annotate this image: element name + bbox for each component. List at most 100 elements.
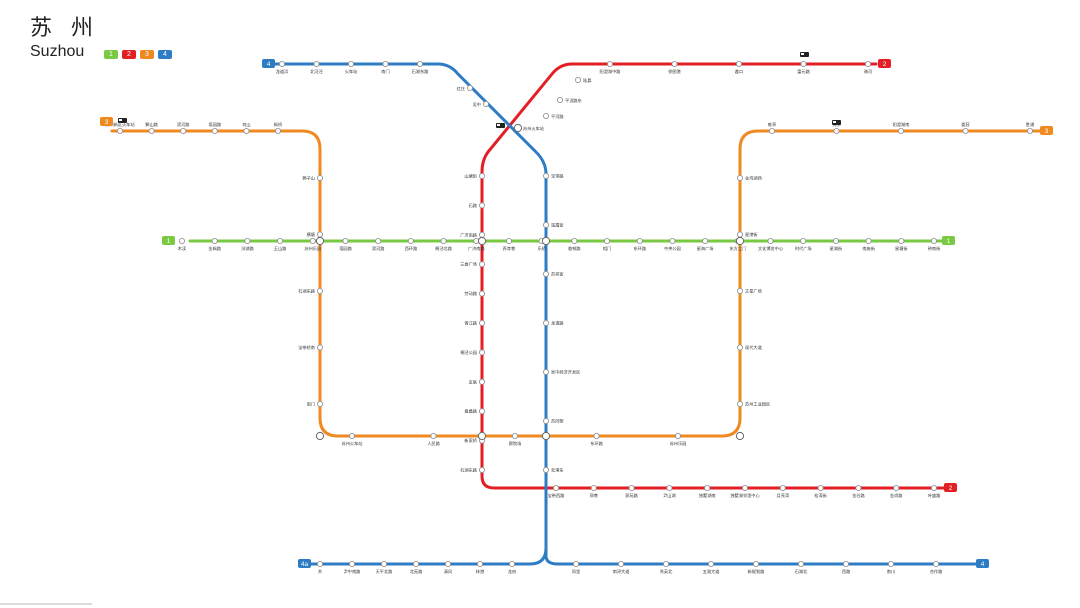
train-icon-1	[800, 52, 809, 57]
scroll-indicator	[0, 603, 92, 605]
station-dot	[557, 97, 564, 104]
station-dot	[444, 561, 451, 568]
line-4-north-station-label-0: 龙道浜	[276, 68, 289, 75]
station-dot	[800, 61, 807, 68]
station: 天平北路	[376, 561, 393, 575]
line-3-east-station-label-3: 娄葑	[961, 121, 969, 127]
station-dot	[865, 61, 872, 68]
station: 娄葑	[961, 121, 970, 134]
line-2-west-station-label-2: 广济南路	[460, 231, 478, 238]
station: 北港东	[543, 467, 564, 474]
legend-line-3[interactable]: 3	[140, 50, 154, 59]
station: 金鸡湖西	[737, 175, 762, 182]
station: 石湖东路	[298, 287, 323, 295]
station-dot	[753, 561, 760, 568]
station: 汾湖路	[241, 237, 254, 252]
station-dot	[412, 561, 419, 568]
line-3-bottom-station-label-3: 东环路	[590, 440, 603, 447]
station: 金尚路	[890, 484, 903, 499]
station-dot	[843, 561, 850, 568]
line-2-south-station-label-8: 金谷路	[852, 492, 865, 499]
station-dot	[478, 408, 485, 415]
line-1-station-label-20: 星湖街	[830, 245, 843, 252]
station-dot	[767, 237, 774, 244]
line-4-south-station-label-2: 秀英北	[660, 568, 673, 575]
station-dot	[316, 344, 323, 351]
station-dot	[348, 432, 355, 439]
station-dot	[666, 484, 673, 491]
station-dot	[117, 127, 124, 134]
legend-line-1[interactable]: 1	[104, 50, 118, 59]
station-dot	[407, 237, 414, 244]
station: 木	[316, 561, 323, 575]
line-4-north-station-label-1: 北河泾	[310, 68, 323, 75]
line-4a-badge-box	[298, 559, 311, 568]
line-legend: 1 2 3 4	[104, 50, 172, 59]
station: 石湖东路	[412, 61, 429, 75]
line-1-west-badge: 1	[162, 236, 175, 245]
station: 滨河路	[177, 121, 190, 134]
station: 尹山湖	[663, 484, 676, 499]
line-2-south-station-label-10: 叶盛路	[928, 492, 941, 499]
legend-line-4[interactable]: 4	[158, 50, 172, 59]
line-2-north-station-label-4: 阳澄湖中路	[600, 68, 622, 75]
station: 劳动路	[464, 290, 485, 297]
station: 石湖东路	[460, 467, 485, 474]
station-dot	[316, 287, 323, 294]
station-dot	[737, 344, 744, 351]
line-2-north-station-label-0: 骑河	[864, 68, 873, 75]
station-dot	[211, 237, 218, 244]
line-1-station-label-5: 塔园路	[339, 245, 352, 252]
interchange-station-1	[477, 236, 487, 246]
station: 徐图港	[668, 61, 682, 75]
station: 东环路	[590, 432, 604, 447]
line-3-west-station-label-3: 塔园路	[209, 121, 222, 128]
station-dot	[865, 237, 872, 244]
interchange-station-7	[735, 431, 745, 441]
line-1-station-label-4: 苏州乐园	[304, 245, 321, 252]
line-1-station-label-12: 临顿路	[568, 245, 581, 252]
line-4-branch-station-label-3: 北苑路	[410, 568, 423, 575]
station-dot	[798, 561, 805, 568]
station: 平泷路东	[557, 97, 582, 104]
line-1-station-label-7: 西环路	[405, 245, 418, 252]
station-dot	[382, 61, 389, 68]
station-dot	[466, 85, 473, 92]
line-3-west-badge-label: 3	[105, 119, 109, 126]
line-1-west-badge-label: 1	[167, 238, 171, 245]
interchange-station-2	[541, 236, 551, 246]
station: 友联	[469, 378, 485, 385]
line-2-diag-station-label-3: 苏州火车站	[523, 125, 544, 132]
line-2-south-station-label-4: 独墅湖南	[699, 492, 716, 499]
metro-lines	[110, 62, 1042, 566]
station-dot	[571, 237, 578, 244]
train-icon-0	[118, 118, 127, 123]
station-dot	[607, 61, 614, 68]
station: 相门	[603, 237, 611, 252]
legend-line-2-label: 2	[127, 51, 131, 58]
station-dot	[416, 61, 423, 68]
line-3-bottom-station-label-4: 苏州乐园	[670, 440, 687, 447]
legend-line-2[interactable]: 2	[122, 50, 136, 59]
line-3-left-col-station-label-4: 南门	[307, 401, 315, 408]
train-window	[119, 119, 122, 121]
station: 东环路	[633, 237, 647, 252]
station-dot	[478, 202, 485, 209]
station: 宝带西路	[548, 484, 565, 499]
station-dot	[1027, 127, 1034, 134]
line-2-west-station-label-4: 劳动路	[464, 290, 477, 297]
station-dot	[543, 221, 550, 228]
line-4-south-badge-label: 4	[981, 561, 985, 568]
line-3-right-col-station-label-4: 苏州工业园区	[745, 401, 770, 408]
station: 苏州火车站	[342, 432, 362, 447]
line-3-east-station-label-0: 唯亭	[768, 121, 776, 128]
line-1-east-badge: 1	[942, 236, 955, 245]
line-1-station-label-14: 东环路	[633, 245, 646, 252]
line-4-south-badge: 4	[976, 559, 989, 568]
legend-line-1-label: 1	[109, 51, 113, 58]
line-3-right-col-station-label-1: 星港街	[745, 231, 758, 238]
line-4-col-station-label-0: 宝带路	[551, 173, 564, 180]
line-3-west-station-label-4: 何山	[242, 121, 250, 128]
interchange-station-4	[477, 431, 487, 441]
